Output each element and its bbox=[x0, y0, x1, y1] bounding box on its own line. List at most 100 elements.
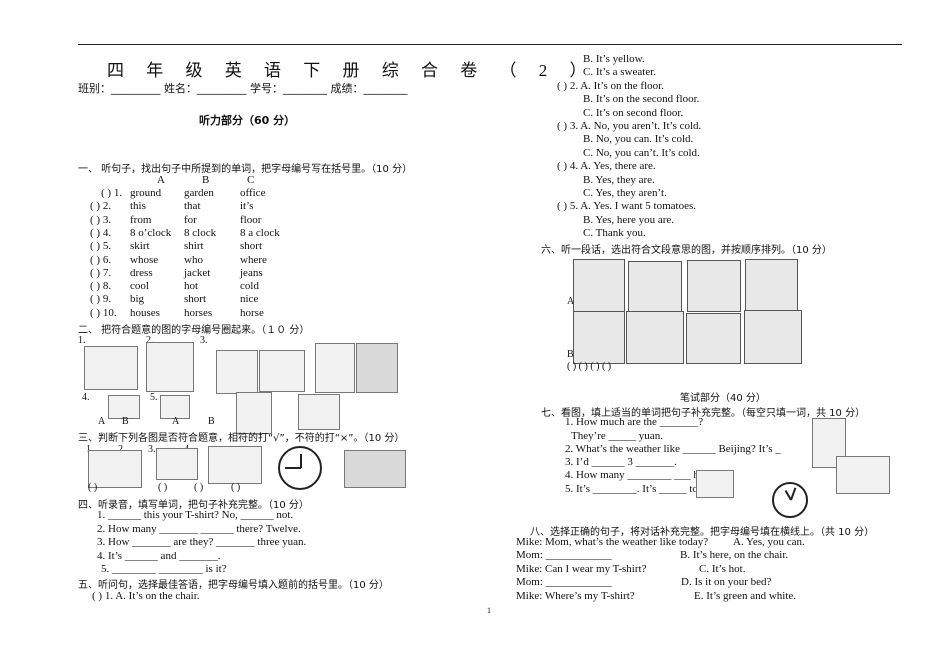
page-number: 1 bbox=[487, 606, 491, 615]
answer-bracket[interactable]: ( ) 9. bbox=[90, 293, 112, 306]
clock-hour-hand bbox=[300, 454, 302, 468]
answer-option[interactable]: C. It’s on second floor. bbox=[583, 106, 684, 119]
answer-bracket[interactable]: ( ) 7. bbox=[90, 266, 112, 279]
s6-order-line[interactable]: ( ) ( ) ( ) ( ) bbox=[567, 361, 612, 372]
s6-row-b: B bbox=[567, 349, 574, 360]
skirt-picture[interactable] bbox=[298, 394, 340, 430]
question-line[interactable]: ( ) 3. A. No, you aren’t. It’s cold. bbox=[557, 120, 702, 132]
cloud-snow-picture[interactable] bbox=[156, 448, 198, 480]
section8-instruction: 八、选择正确的句子，将对话补充完整。把字母编号填在横线上。（共 10 分） bbox=[530, 527, 875, 538]
s7-line-4: 4. How many ________ ___ here? bbox=[565, 469, 718, 481]
s2-letter-a2[interactable]: A bbox=[172, 416, 180, 427]
dress-picture[interactable] bbox=[236, 392, 272, 434]
s2-letter-b1[interactable]: B bbox=[122, 416, 129, 427]
building-picture[interactable] bbox=[344, 450, 406, 488]
question-line[interactable]: ( ) 4. A. Yes, there are. bbox=[557, 160, 656, 173]
page-title: 四 年 级 英 语 下 册 综 合 卷 （ 2 ） bbox=[107, 61, 596, 80]
question-line[interactable]: ( ) 2. A. It’s on the floor. bbox=[557, 79, 664, 92]
dialogue-line[interactable]: Mike: Can I wear my T-shirt? bbox=[516, 562, 647, 575]
fill-blank-line[interactable]: 4. It’s ______ and _______. bbox=[97, 549, 221, 562]
chopsticks-picture[interactable] bbox=[216, 350, 258, 394]
answer-option[interactable]: C. Yes, they aren’t. bbox=[583, 187, 667, 199]
answer-bracket[interactable]: ( ) 10. bbox=[90, 306, 117, 319]
s2-letter-a1[interactable]: A bbox=[98, 416, 106, 427]
option-a-word: houses bbox=[130, 306, 160, 319]
s3-bracket-4[interactable]: ( ) bbox=[231, 482, 241, 493]
rain-picture[interactable] bbox=[836, 456, 890, 494]
option-a-word: ground bbox=[130, 187, 162, 199]
alarm-minute-hand bbox=[790, 487, 797, 501]
answer-option[interactable]: B. It’s on the second floor. bbox=[583, 93, 700, 106]
library-picture[interactable] bbox=[626, 311, 684, 364]
boys-football-picture[interactable] bbox=[687, 260, 741, 312]
snow-scene-picture[interactable] bbox=[356, 343, 398, 393]
fill-blank-line[interactable]: 1. ______ this your T-shirt? No, ______ … bbox=[97, 509, 294, 521]
option-a-word: skirt bbox=[130, 240, 150, 253]
question-line[interactable]: ( ) 5. A. Yes. I want 5 tomatoes. bbox=[557, 200, 697, 213]
s7-line-5: 5. It’s ________. It’s _____ to bed. bbox=[565, 483, 720, 495]
kids-playing-picture[interactable] bbox=[745, 259, 798, 312]
s6-row-a: A bbox=[567, 296, 575, 307]
answer-bracket[interactable]: ( ) 6. bbox=[90, 253, 112, 266]
column-letter-b: B bbox=[202, 174, 210, 186]
answer-option[interactable]: C. No, you can’t. It’s cold. bbox=[583, 146, 700, 159]
choice-option: D. Is it on your bed? bbox=[681, 576, 772, 589]
s3-bracket-2[interactable]: ( ) bbox=[158, 482, 168, 493]
s3-num-2: 2. bbox=[118, 444, 126, 455]
fill-blank-line[interactable]: 5. ________ ________ is it? bbox=[101, 563, 227, 575]
option-b-word: 8 clock bbox=[184, 226, 217, 239]
sweater-picture[interactable] bbox=[88, 450, 142, 488]
answer-bracket[interactable]: ( ) 3. bbox=[90, 213, 112, 226]
s3-bracket-1[interactable]: ( ) bbox=[88, 482, 98, 493]
kids-walking-picture[interactable] bbox=[628, 261, 682, 312]
sheep-picture[interactable] bbox=[84, 346, 138, 390]
s2-num-1: 1. bbox=[78, 335, 86, 346]
option-b-word: hot bbox=[184, 280, 199, 293]
option-b-word: jacket bbox=[184, 266, 211, 279]
section5-instruction: 五、听问句，选择最佳答语，把字母编号填入题前的括号里。（10 分） bbox=[78, 580, 389, 591]
answer-option[interactable]: C. It’s a sweater. bbox=[583, 66, 657, 79]
girl-reading-picture[interactable] bbox=[573, 259, 625, 312]
column-letter-c: C bbox=[247, 174, 255, 186]
option-a-word: from bbox=[130, 213, 152, 226]
boy-snow-picture[interactable] bbox=[315, 343, 355, 393]
dialogue-line[interactable]: Mike: Mom, what’s the weather like today… bbox=[516, 536, 709, 548]
dialogue-line[interactable]: Mike: Where’s my T-shirt? bbox=[516, 589, 635, 602]
section7-instruction: 七、看图，填上适当的单词把句子补充完整。（每空只填一词，共 10 分） bbox=[541, 408, 866, 419]
ducks-picture[interactable] bbox=[208, 446, 262, 484]
answer-option[interactable]: B. Yes, they are. bbox=[583, 173, 655, 186]
choice-option: C. It’s hot. bbox=[699, 562, 746, 575]
clock-picture[interactable] bbox=[278, 446, 322, 490]
option-b-word: horses bbox=[184, 306, 213, 319]
girl-picture[interactable] bbox=[146, 342, 194, 392]
option-b-word: who bbox=[184, 253, 203, 266]
option-c-word: short bbox=[240, 240, 262, 253]
option-c-word: jeans bbox=[240, 266, 263, 279]
written-heading: 笔试部分（40 分） bbox=[680, 393, 766, 404]
school-building-picture[interactable] bbox=[686, 313, 741, 364]
answer-option[interactable]: B. It’s yellow. bbox=[583, 53, 645, 65]
fill-blank-line[interactable]: 2. How many _______ ______ there? Twelve… bbox=[97, 522, 301, 535]
answer-option[interactable]: B. Yes, here you are. bbox=[583, 213, 675, 226]
dialogue-line[interactable]: Mom: ____________ bbox=[516, 549, 612, 562]
classroom-picture[interactable] bbox=[573, 311, 625, 364]
answer-bracket[interactable]: ( ) 1. bbox=[101, 187, 123, 199]
answer-bracket[interactable]: ( ) 2. bbox=[90, 200, 112, 213]
teapot-picture-2[interactable] bbox=[160, 395, 190, 419]
answer-option[interactable]: B. No, you can. It’s cold. bbox=[583, 133, 694, 146]
s2-letter-b2[interactable]: B bbox=[208, 416, 215, 427]
fill-blank-line[interactable]: 3. How _______ are they? _______ three y… bbox=[97, 536, 307, 548]
answer-bracket[interactable]: ( ) 4. bbox=[90, 226, 112, 239]
clock-minute-hand bbox=[285, 467, 301, 469]
answer-option[interactable]: C. Thank you. bbox=[583, 227, 646, 240]
potatoes-picture[interactable] bbox=[696, 470, 734, 498]
teapot-picture[interactable] bbox=[108, 395, 140, 419]
dialogue-line[interactable]: Mom: ____________ bbox=[516, 576, 612, 589]
s3-bracket-3[interactable]: ( ) bbox=[194, 482, 204, 493]
playground-picture[interactable] bbox=[744, 310, 802, 364]
option-a-word: whose bbox=[130, 253, 159, 266]
hen-picture[interactable] bbox=[259, 350, 305, 392]
answer-bracket[interactable]: ( ) 5. bbox=[90, 240, 112, 253]
answer-bracket[interactable]: ( ) 8. bbox=[90, 280, 112, 293]
alarm-clock-picture[interactable] bbox=[772, 482, 808, 518]
